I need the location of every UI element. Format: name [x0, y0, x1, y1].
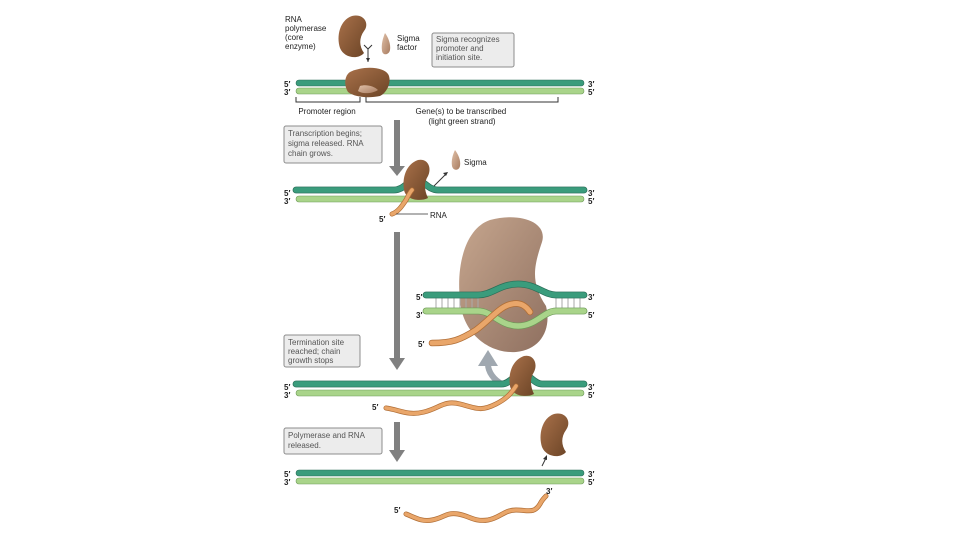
svg-text:3′: 3′	[588, 383, 594, 392]
svg-text:5′: 5′	[394, 506, 400, 515]
callout-transcription-begins: Transcription begins; sigma released. RN…	[283, 125, 383, 164]
released-polymerase-icon	[540, 413, 569, 457]
base-pair-ticks	[435, 296, 581, 308]
core-polymerase-icon	[338, 15, 367, 58]
step-4: Polymerase and RNA released. 5′ 3′ 3′ 5′…	[283, 413, 594, 523]
bound-sigma-icon	[358, 85, 378, 94]
flow-arrow-3	[389, 422, 405, 462]
svg-text:3′: 3′	[416, 311, 422, 320]
svg-text:5′: 5′	[284, 80, 290, 89]
svg-text:3′: 3′	[546, 487, 552, 496]
dna-strand-2: 5′ 3′ 3′ 5′	[284, 176, 594, 206]
svg-text:5′: 5′	[588, 311, 594, 320]
promoter-region-label: Promoter region	[298, 107, 355, 116]
svg-text:3′: 3′	[284, 478, 290, 487]
sigma-factor-icon	[381, 33, 391, 55]
rna-polymerase-label: RNA polymerase (core enzyme)	[285, 15, 329, 51]
svg-text:3′: 3′	[284, 391, 290, 400]
svg-text:5′: 5′	[588, 478, 594, 487]
callout-sigma-recognizes: Sigma recognizes promoter and initiation…	[431, 32, 515, 68]
svg-text:3′: 3′	[588, 293, 594, 302]
svg-text:5′: 5′	[284, 383, 290, 392]
svg-text:5′: 5′	[372, 403, 378, 412]
promoter-bracket	[295, 97, 361, 103]
svg-text:3′: 3′	[284, 197, 290, 206]
released-sigma-icon	[451, 150, 461, 170]
svg-text:5′: 5′	[588, 197, 594, 206]
svg-text:5′: 5′	[418, 340, 424, 349]
step-1: RNA polymerase (core enzyme) Sigma facto…	[284, 15, 594, 126]
rna-label: RNA	[430, 211, 448, 220]
callout-released: Polymerase and RNA released.	[283, 427, 383, 455]
svg-text:3′: 3′	[588, 80, 594, 89]
svg-text:3′: 3′	[588, 470, 594, 479]
sigma-label: Sigma	[464, 158, 487, 167]
svg-text:5′: 5′	[379, 215, 385, 224]
svg-text:5′: 5′	[284, 470, 290, 479]
svg-text:3′: 3′	[284, 88, 290, 97]
svg-text:Polymerase and RNA rel: Polymerase and RNA released.	[288, 431, 367, 450]
svg-text:3′: 3′	[588, 189, 594, 198]
svg-text:5′: 5′	[588, 391, 594, 400]
sigma-factor-label: Sigma factor	[397, 34, 422, 52]
holoenzyme-icon	[345, 67, 390, 98]
genes-bracket	[365, 97, 559, 103]
callout-termination: Termination site reached; chain growth s…	[283, 334, 361, 368]
flow-arrow-1	[389, 120, 405, 176]
svg-text:Termination site reach: Termination site reached; chain growth s…	[288, 338, 346, 365]
svg-text:Sigma recognizes promo: Sigma recognizes promoter and initiation…	[436, 35, 502, 62]
sigma-release-arrow-icon	[433, 173, 447, 187]
step-3: 5′ 3′ 3′ 5′ 5′ Termination site reached;…	[283, 217, 594, 416]
dna-closeup: 5′ 3′ 3′ 5′	[416, 280, 594, 330]
released-rna	[403, 493, 549, 523]
svg-text:5′: 5′	[284, 189, 290, 198]
svg-text:5′: 5′	[588, 88, 594, 97]
genes-label: Gene(s) to be transcribed (light green s…	[416, 107, 509, 126]
svg-text:5′: 5′	[416, 293, 422, 302]
svg-text:Transcription begins;: Transcription begins; sigma released. RN…	[288, 129, 365, 158]
step-2: Transcription begins; sigma released. RN…	[283, 120, 594, 224]
dna-strand-1: 5′ 3′ 3′ 5′	[284, 79, 594, 97]
flow-arrow-2	[389, 232, 405, 370]
dna-strand-3: 5′ 3′ 3′ 5′	[284, 370, 594, 400]
dna-strand-4: 5′ 3′ 3′ 5′	[284, 469, 594, 487]
